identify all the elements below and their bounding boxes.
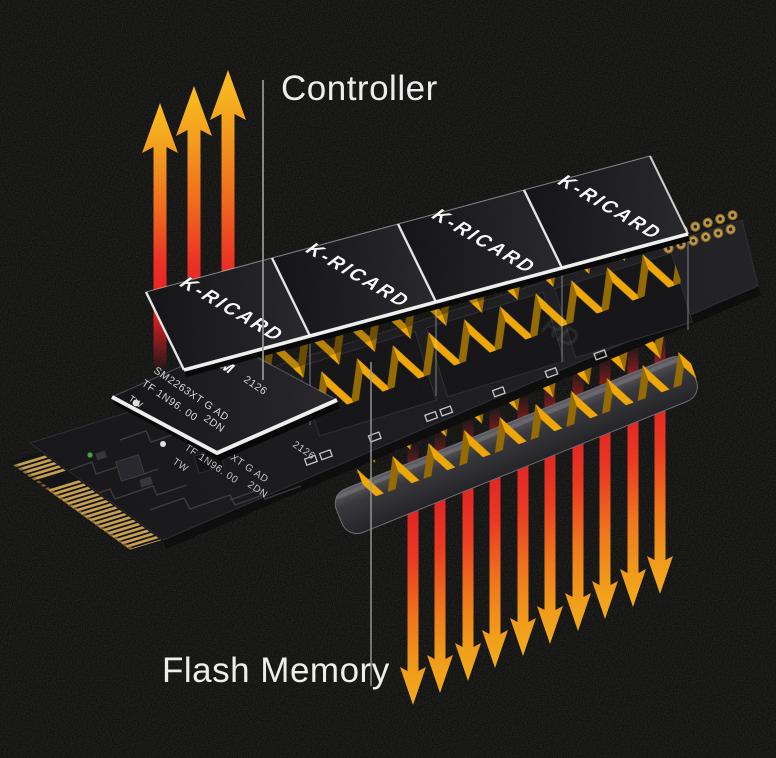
green-component (87, 452, 93, 458)
controller-label: Controller (281, 69, 438, 108)
silkscreen-dot (160, 441, 166, 447)
flash-memory-label: Flash Memory (162, 651, 390, 690)
